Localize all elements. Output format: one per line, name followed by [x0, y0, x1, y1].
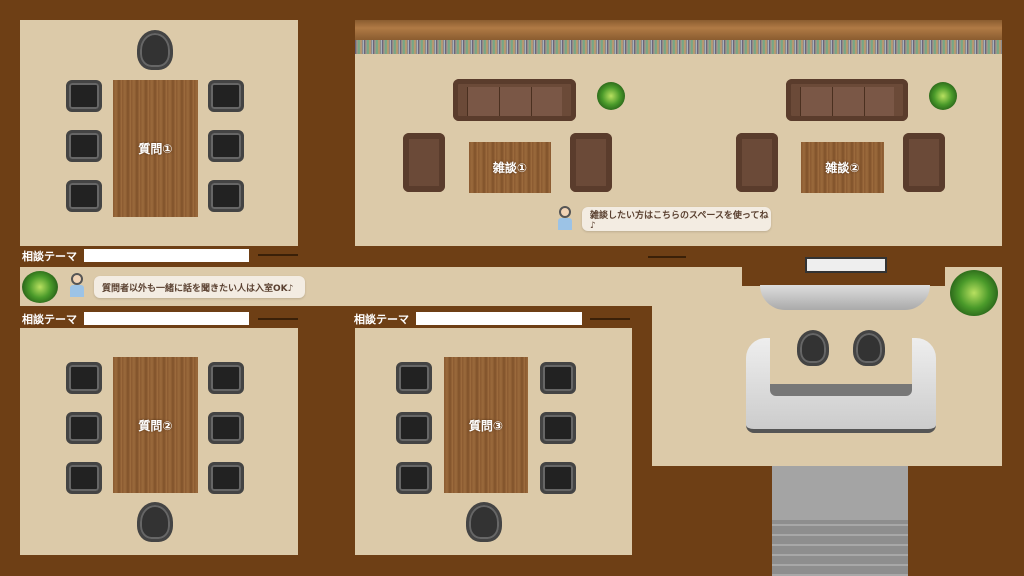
theme-label: 相談テーマ	[354, 312, 409, 326]
corridor-guide-bubble: 質問者以外も一緒に話を聞きたい人は入室OK♪	[94, 276, 305, 298]
chair[interactable]	[66, 362, 102, 394]
theme-input-question1[interactable]	[84, 249, 249, 262]
stairs-landing	[772, 466, 908, 520]
theme-label: 相談テーマ	[22, 250, 77, 263]
chair[interactable]	[396, 362, 432, 394]
sofa[interactable]	[786, 79, 908, 121]
chair[interactable]	[540, 462, 576, 494]
door[interactable]	[258, 254, 298, 256]
theme-input-question2[interactable]	[84, 312, 249, 325]
plant-icon	[597, 82, 625, 110]
theme-label: 相談テーマ	[22, 312, 77, 326]
chair[interactable]	[66, 462, 102, 494]
chair[interactable]	[137, 30, 173, 70]
chair[interactable]	[540, 362, 576, 394]
sofa[interactable]	[453, 79, 576, 121]
chair[interactable]	[66, 130, 102, 162]
table-question1[interactable]: 質問①	[113, 80, 198, 217]
table-label: 雑談①	[492, 161, 528, 175]
bookshelf	[355, 20, 1002, 40]
chat-guide-bubble: 雑談したい方はこちらのスペースを使ってね♪	[582, 207, 771, 231]
bubble-text: 質問者以外も一緒に話を聞きたい人は入室OK♪	[102, 283, 294, 294]
armchair[interactable]	[570, 133, 612, 192]
bubble-text: 雑談したい方はこちらのスペースを使ってね♪	[590, 210, 769, 231]
chair[interactable]	[137, 502, 173, 542]
door[interactable]	[590, 318, 630, 320]
chair[interactable]	[208, 462, 244, 494]
table-label: 質問①	[138, 142, 173, 156]
chair[interactable]	[797, 330, 829, 366]
chair[interactable]	[66, 412, 102, 444]
plant-icon	[929, 82, 957, 110]
plant-icon	[22, 271, 58, 303]
chair[interactable]	[66, 180, 102, 212]
avatar-icon[interactable]	[556, 206, 574, 232]
armchair[interactable]	[903, 133, 945, 192]
avatar-icon[interactable]	[68, 273, 86, 299]
door[interactable]	[648, 256, 686, 258]
door[interactable]	[258, 318, 298, 320]
armchair[interactable]	[403, 133, 445, 192]
chair[interactable]	[540, 412, 576, 444]
theme-input-question3[interactable]	[416, 312, 582, 325]
table-label: 質問②	[138, 418, 173, 433]
chair[interactable]	[396, 412, 432, 444]
table-chat1[interactable]: 雑談①	[469, 142, 551, 193]
table-question2[interactable]: 質問②	[113, 357, 198, 493]
back-counter	[760, 285, 930, 310]
table-label: 質問③	[468, 418, 504, 433]
chair[interactable]	[853, 330, 885, 366]
table-chat2[interactable]: 雑談②	[801, 142, 884, 193]
armchair[interactable]	[736, 133, 778, 192]
books	[355, 40, 1002, 54]
chair[interactable]	[396, 462, 432, 494]
plant-icon	[950, 270, 998, 316]
table-label: 雑談②	[825, 161, 860, 175]
chair[interactable]	[208, 80, 244, 112]
chair[interactable]	[208, 412, 244, 444]
monitor-screen	[805, 257, 887, 273]
chair[interactable]	[208, 130, 244, 162]
desk-inner	[770, 338, 912, 396]
chair[interactable]	[66, 80, 102, 112]
chair[interactable]	[208, 180, 244, 212]
chair[interactable]	[208, 362, 244, 394]
chair[interactable]	[466, 502, 502, 542]
table-question3[interactable]: 質問③	[444, 357, 528, 493]
